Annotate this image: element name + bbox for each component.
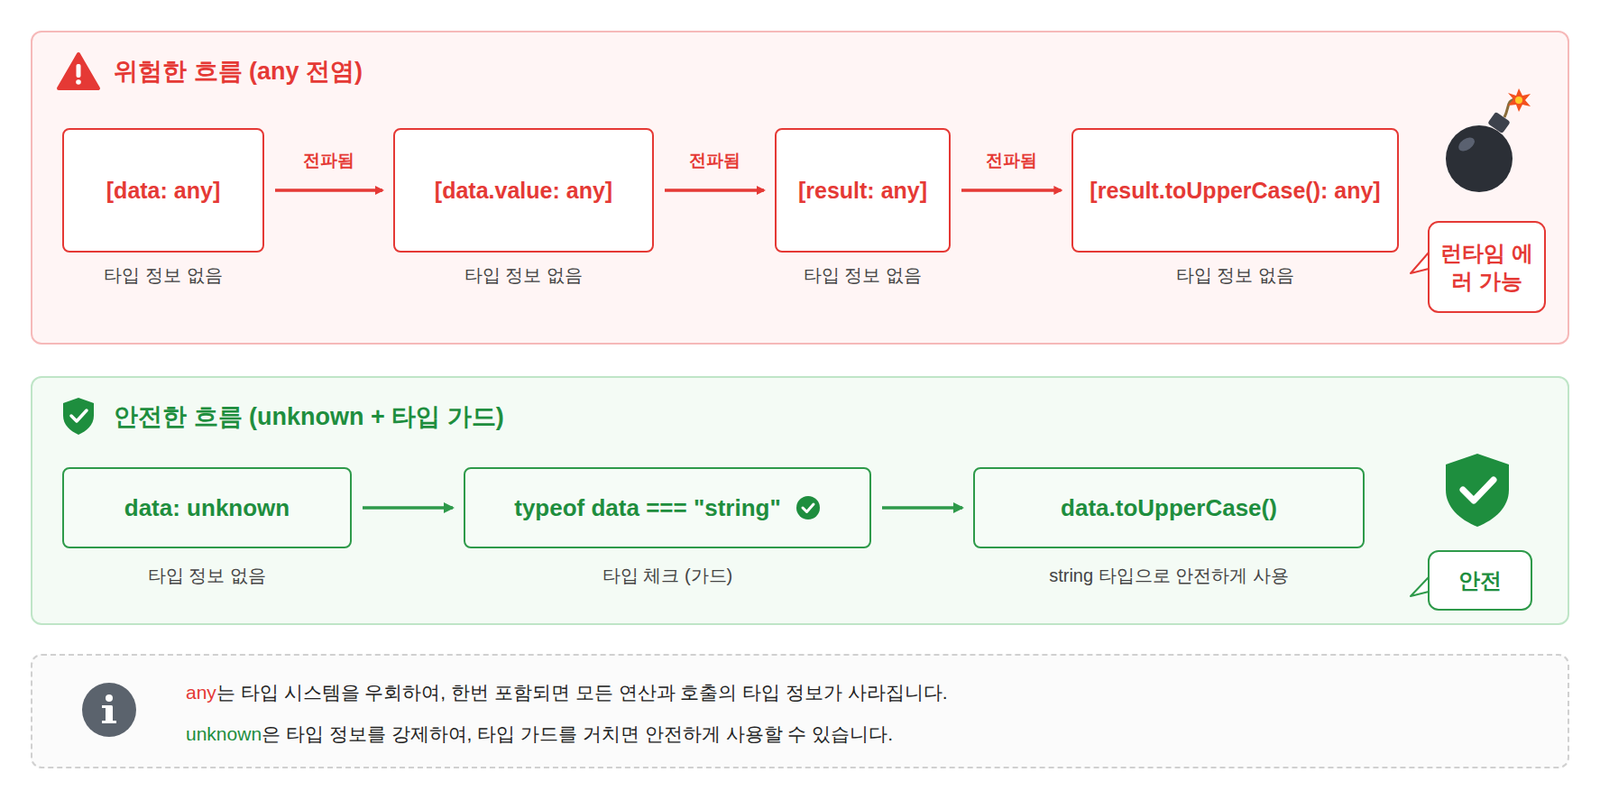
box-label: [data.value: any] — [434, 177, 613, 204]
callout-text: 런타임 에러 가능 — [1438, 239, 1536, 295]
flow-panel: 안전한 흐름 (unknown + 타입 가드)data: unknown타입 … — [30, 376, 1570, 626]
box-caption: 타입 정보 없음 — [103, 263, 222, 288]
info-line: any는 타입 시스템을 우회하여, 한번 포함되면 모든 연산과 호출의 타입… — [185, 680, 948, 706]
box-caption: 타입 체크 (가드) — [602, 563, 733, 589]
flow-panel: 위험한 흐름 (any 전염)[data: any]타입 정보 없음[data.… — [30, 30, 1570, 345]
edge-label: 전파됨 — [303, 148, 355, 173]
process-box: data.toUpperCase()string 타입으로 안전하게 사용 — [973, 467, 1365, 549]
panel-title: 안전한 흐름 (unknown + 타입 가드) — [113, 400, 505, 433]
box-caption: 타입 정보 없음 — [147, 563, 267, 589]
callout-bubble: 런타임 에러 가능 — [1427, 220, 1546, 313]
callout-text: 안전 — [1458, 566, 1502, 595]
check-icon — [795, 495, 821, 521]
info-sentence: 은 타입 정보를 강제하여, 타입 가드를 거치면 안전하게 사용할 수 있습니… — [261, 723, 893, 745]
info-text-block: any는 타입 시스템을 우회하여, 한번 포함되면 모든 연산과 호출의 타입… — [185, 680, 948, 764]
edge-label: 전파됨 — [985, 148, 1038, 173]
box-caption: 타입 정보 없음 — [464, 263, 583, 288]
box-label: data.toUpperCase() — [1060, 494, 1278, 523]
callout-bubble: 안전 — [1427, 550, 1533, 611]
box-label: [data: any] — [106, 177, 221, 204]
process-box: data: unknown타입 정보 없음 — [62, 467, 352, 549]
process-box: [data.value: any]타입 정보 없음 — [393, 128, 654, 253]
keyword: unknown — [185, 723, 262, 745]
box-label: data: unknown — [124, 494, 290, 523]
box-caption: 타입 정보 없음 — [1176, 263, 1295, 288]
box-label: [result.toUpperCase(): any] — [1089, 177, 1380, 204]
keyword: any — [185, 681, 217, 703]
box-label: typeof data === "string" — [514, 494, 782, 523]
process-box: [data: any]타입 정보 없음 — [62, 128, 265, 253]
info-note-box: any는 타입 시스템을 우회하여, 한번 포함되면 모든 연산과 호출의 타입… — [30, 653, 1570, 769]
panel-title: 위험한 흐름 (any 전염) — [113, 55, 363, 88]
box-caption: string 타입으로 안전하게 사용 — [1048, 563, 1289, 589]
process-box: typeof data === "string"타입 체크 (가드) — [463, 467, 872, 549]
box-label: [result: any] — [798, 177, 928, 204]
info-sentence: 는 타입 시스템을 우회하여, 한번 포함되면 모든 연산과 호출의 타입 정보… — [216, 681, 948, 703]
process-box: [result: any]타입 정보 없음 — [774, 128, 951, 253]
box-caption: 타입 정보 없음 — [803, 263, 922, 288]
edge-label: 전파됨 — [689, 148, 741, 173]
process-box: [result.toUpperCase(): any]타입 정보 없음 — [1071, 128, 1398, 253]
info-line: unknown은 타입 정보를 강제하여, 타입 가드를 거치면 안전하게 사용… — [185, 721, 948, 747]
